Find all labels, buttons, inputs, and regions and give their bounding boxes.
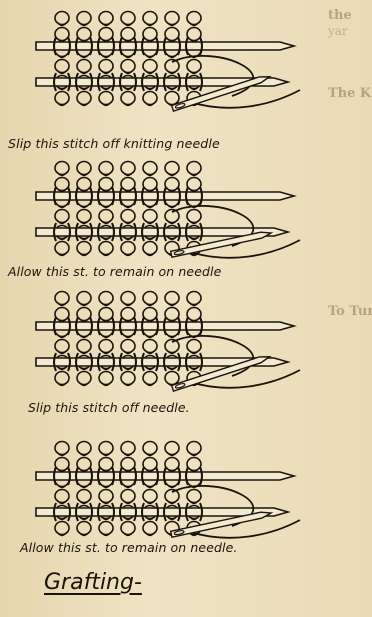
grafting-step-4: Allow this st. to remain on needle. [0,438,372,568]
step-caption: Slip this stitch off needle. [28,400,372,415]
title-text: Grafting [44,570,134,595]
grafting-step-3: Slip this stitch off needle. [0,288,372,428]
step-caption: Allow this st. to remain on needle [8,264,372,279]
step-caption: Slip this stitch off knitting needle [8,136,372,151]
grafting-step-1: Slip this stitch off knitting needle [0,8,372,158]
title-suffix: - [134,570,142,595]
step-caption: Allow this st. to remain on needle. [20,540,372,555]
grafting-step-2: Allow this st. to remain on needle [0,158,372,288]
page-title: Grafting- [44,570,142,595]
